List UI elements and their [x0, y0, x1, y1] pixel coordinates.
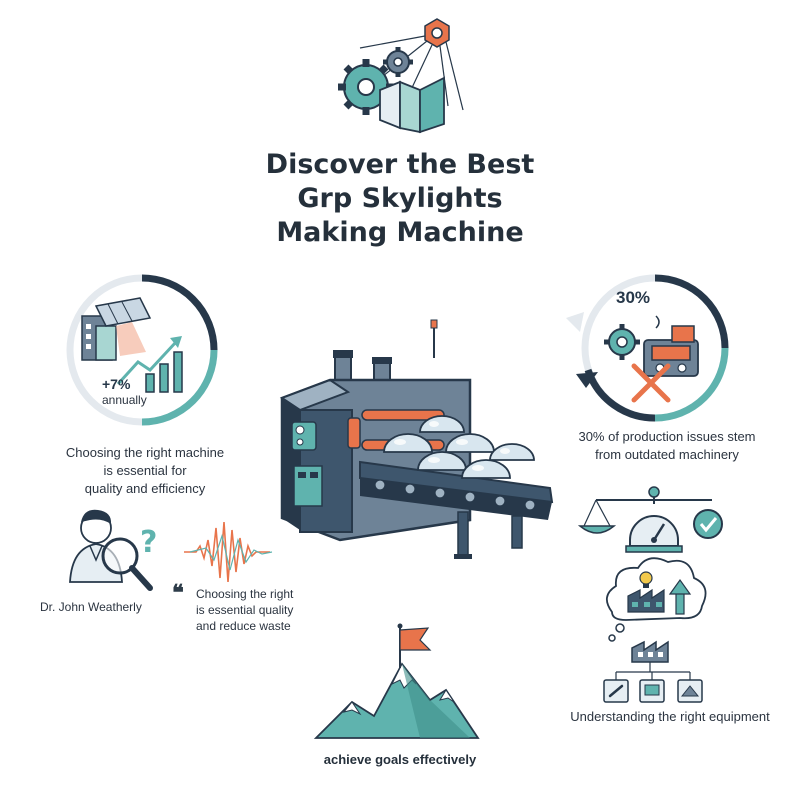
- skylight-dome-icons: [383, 415, 535, 479]
- large-gear-icon: [338, 59, 394, 115]
- equipment-caption: Understanding the right equipment: [570, 709, 770, 724]
- expert-quote-line-2: is essential quality: [196, 603, 294, 617]
- title-line-1: Discover the Best: [265, 149, 535, 180]
- growth-caption-line-3: quality and efficiency: [84, 481, 206, 496]
- expert-quote-line-3: and reduce waste: [196, 619, 291, 633]
- small-gear-icon: [383, 47, 413, 77]
- title-line-2: Grp Skylights: [297, 183, 503, 214]
- expert-quote-line-1: Choosing the right: [196, 587, 294, 601]
- growth-stat: +7%: [102, 376, 131, 392]
- expert-name: Dr. John Weatherly: [40, 600, 142, 614]
- growth-stat-label: annually: [102, 393, 147, 407]
- folded-map-icon: [379, 76, 445, 134]
- factory-building-icon: [81, 297, 152, 361]
- growth-caption: Choosing the right machine is essential …: [40, 444, 250, 498]
- issues-gear-icon: [604, 324, 640, 360]
- growth-caption-line-2: is essential for: [103, 463, 187, 478]
- outdated-machine-icon: [643, 325, 699, 377]
- issues-caption: 30% of production issues stem from outda…: [552, 428, 782, 464]
- issues-caption-line-2: from outdated machinery: [595, 447, 739, 462]
- goals-caption: achieve goals effectively: [323, 752, 477, 767]
- issues-caption-line-1: 30% of production issues stem: [578, 429, 756, 444]
- issues-stat: 30%: [616, 288, 651, 307]
- expert-quote: Choosing the right is essential quality …: [196, 586, 336, 634]
- quote-icon: ❝: [172, 580, 184, 606]
- svg-text:?: ?: [140, 525, 157, 560]
- hexagon-light-icon: [359, 18, 464, 111]
- cross-mark-icon: [631, 363, 671, 403]
- title-line-3: Making Machine: [276, 217, 524, 248]
- growth-caption-line-1: Choosing the right machine: [65, 445, 225, 460]
- page-title: Discover the Best Grp Skylights Making M…: [150, 148, 650, 250]
